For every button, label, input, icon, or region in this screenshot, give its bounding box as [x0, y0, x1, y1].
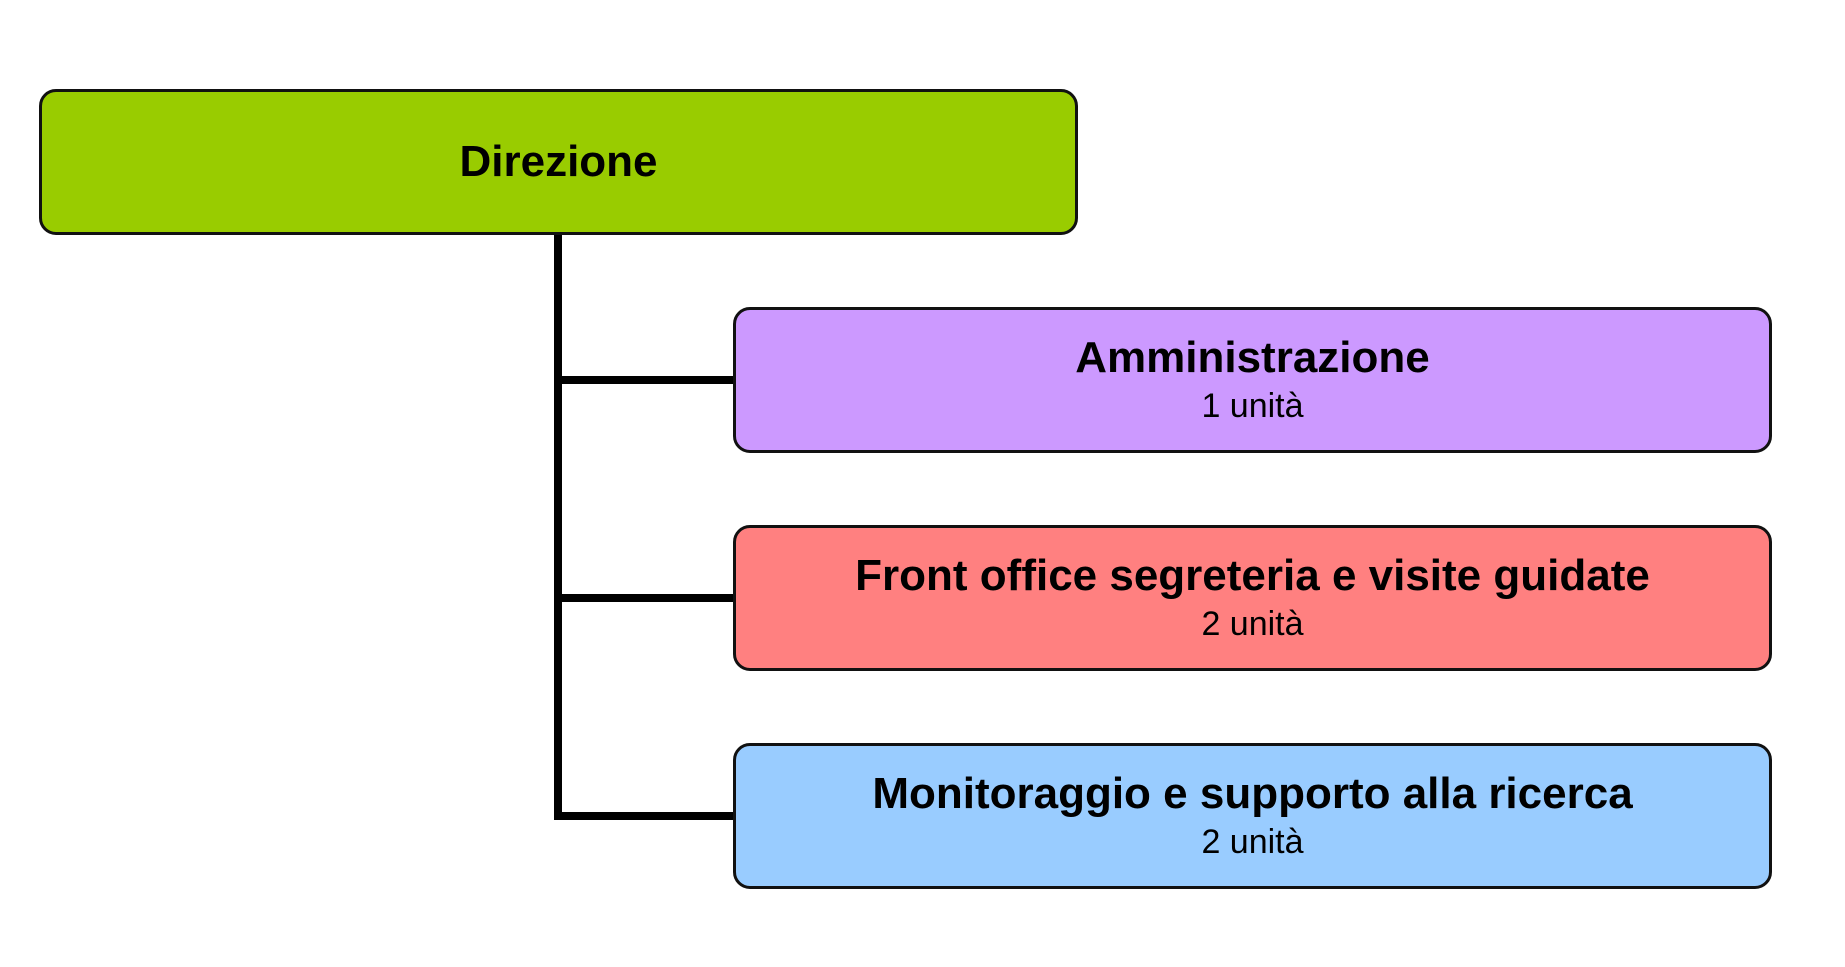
monitoraggio-node: Monitoraggio e supporto alla ricerca 2 u… [733, 743, 1772, 889]
direzione-node: Direzione [39, 89, 1078, 235]
front-office-staff-count: 2 unità [1201, 605, 1304, 643]
monitoraggio-staff-count: 2 unità [1201, 823, 1304, 861]
amministrazione-staff-count: 1 unità [1201, 387, 1304, 425]
front-office-title: Front office segreteria e visite guidate [855, 551, 1650, 600]
front-office-node: Front office segreteria e visite guidate… [733, 525, 1772, 671]
monitoraggio-title: Monitoraggio e supporto alla ricerca [872, 769, 1633, 818]
amministrazione-node: Amministrazione 1 unità [733, 307, 1772, 453]
direzione-title: Direzione [459, 137, 658, 186]
amministrazione-title: Amministrazione [1075, 333, 1430, 382]
